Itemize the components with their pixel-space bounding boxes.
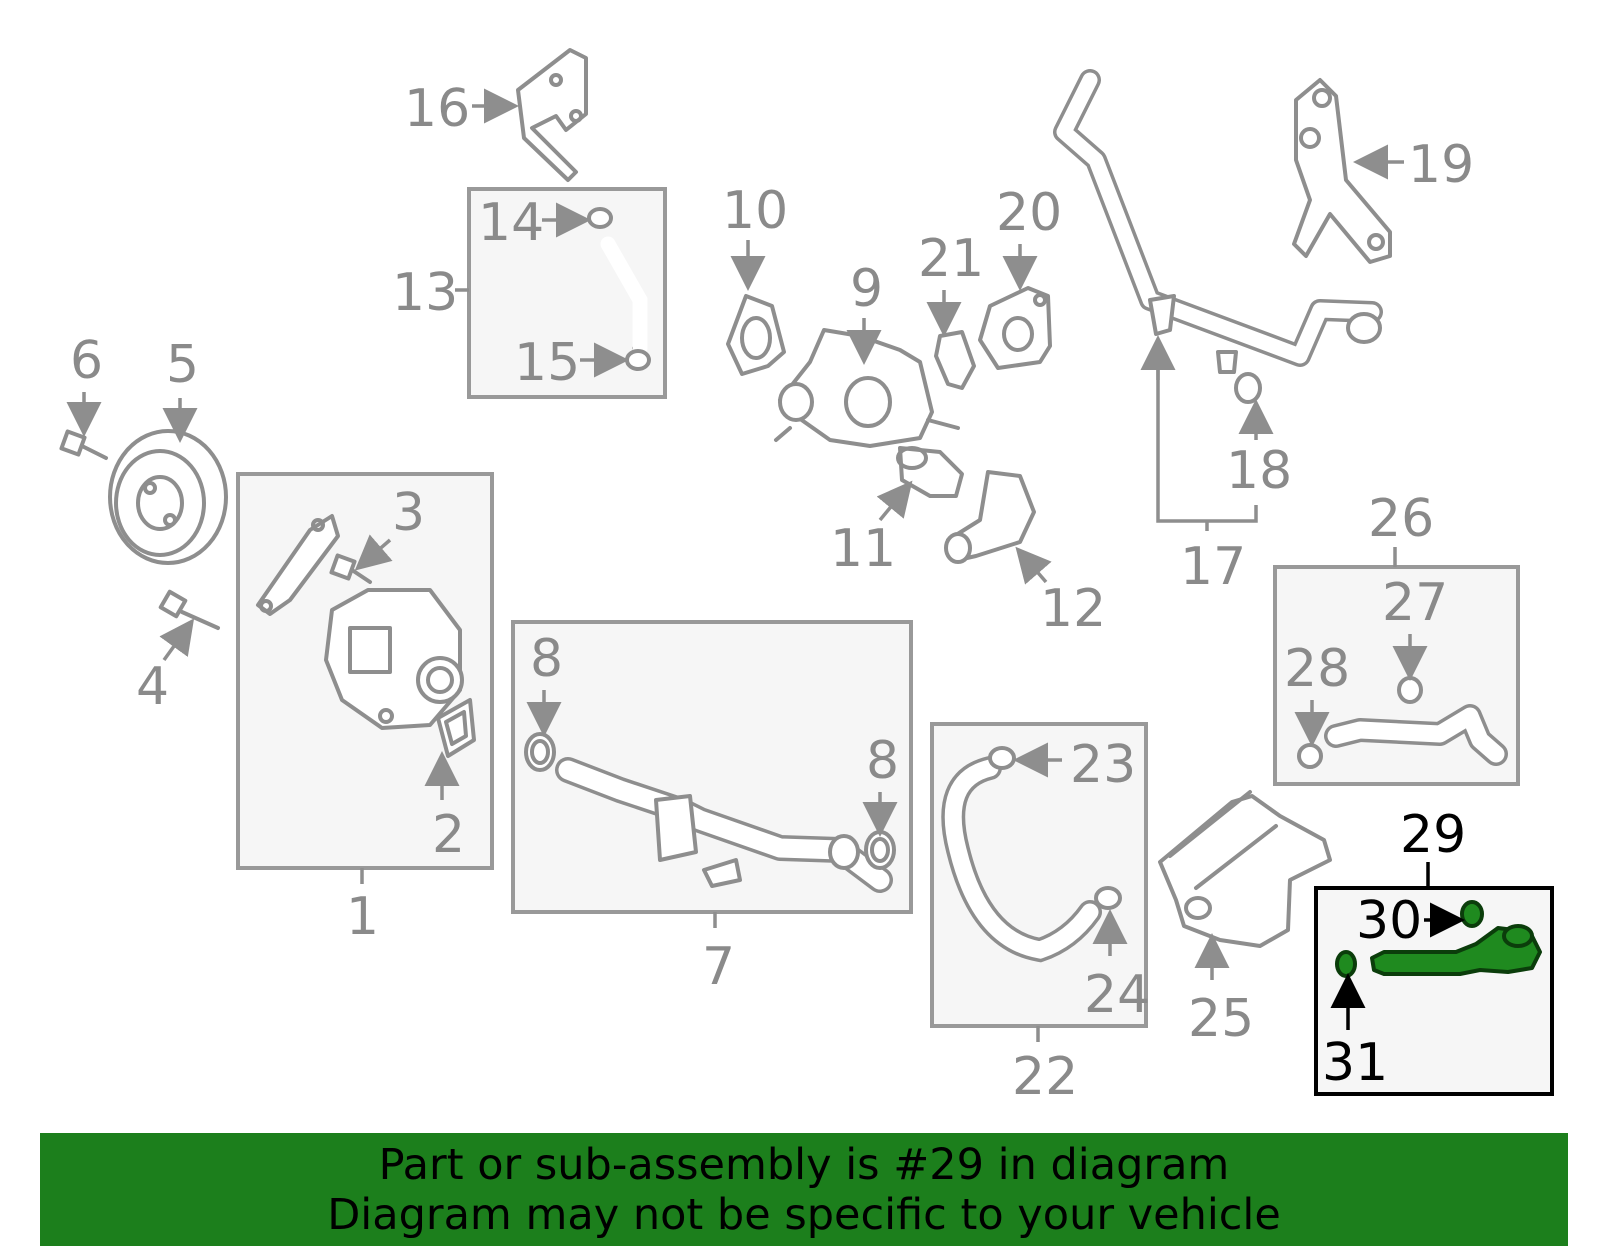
housing-part-25[interactable] [1158,790,1332,948]
label-10[interactable]: 10 [722,181,788,241]
label-13[interactable]: 13 [392,263,458,323]
arrow-12 [1015,546,1052,585]
bracket-part-16[interactable] [516,48,588,182]
label-26[interactable]: 26 [1368,489,1434,549]
hose-part-22[interactable] [941,756,1102,963]
label-31[interactable]: 31 [1322,1033,1388,1093]
bolt-part-6[interactable] [59,429,108,460]
label-1[interactable]: 1 [346,887,379,947]
hose-part-13[interactable] [600,236,648,356]
label-5[interactable]: 5 [166,335,199,395]
label-12[interactable]: 12 [1040,579,1106,639]
label-18[interactable]: 18 [1226,441,1292,501]
oring-part-8-right[interactable] [864,830,896,870]
label-30[interactable]: 30 [1356,891,1422,951]
clamp-part-24[interactable] [1094,886,1122,910]
thermostat-part-11[interactable] [896,446,964,498]
clamp-part-30-highlighted[interactable] [1460,900,1484,928]
label-15[interactable]: 15 [514,333,580,393]
clamp-part-28[interactable] [1297,743,1323,769]
label-27[interactable]: 27 [1382,573,1448,633]
label-22[interactable]: 22 [1012,1047,1078,1107]
cover-part-20[interactable] [978,286,1052,370]
pipe-part-7[interactable] [555,757,893,893]
arrow-3 [354,534,393,571]
gasket-part-10[interactable] [726,294,786,376]
hose-part-29-highlighted[interactable] [1370,924,1542,976]
water-pump-part-1[interactable] [324,588,464,730]
label-9[interactable]: 9 [850,259,883,319]
hose-part-26[interactable] [1324,704,1508,766]
banner-line-1: Part or sub-assembly is #29 in diagram [378,1139,1230,1190]
info-banner: Part or sub-assembly is #29 in diagram D… [40,1133,1568,1246]
gasket-part-21[interactable] [934,330,976,390]
label-11[interactable]: 11 [830,519,896,579]
pulley-part-5[interactable] [108,429,228,565]
label-17[interactable]: 17 [1180,537,1246,597]
arrow-4 [159,618,195,662]
clamp-part-15[interactable] [625,349,651,371]
label-20[interactable]: 20 [996,183,1062,243]
pipe-part-17[interactable] [1053,69,1383,374]
label-21[interactable]: 21 [918,229,984,289]
label-8-left[interactable]: 8 [530,629,563,689]
clamp-part-31-highlighted[interactable] [1335,950,1357,978]
label-28[interactable]: 28 [1284,639,1350,699]
thermostat-housing-part-9[interactable] [774,328,960,448]
label-23[interactable]: 23 [1070,735,1136,795]
gasket-part-2[interactable] [436,698,476,758]
water-outlet-part-12[interactable] [944,470,1036,564]
label-8-right[interactable]: 8 [866,731,899,791]
label-7[interactable]: 7 [702,937,735,997]
label-24[interactable]: 24 [1084,965,1150,1025]
label-2[interactable]: 2 [432,805,465,865]
label-25[interactable]: 25 [1188,989,1254,1049]
clamp-part-23[interactable] [988,746,1016,770]
label-6[interactable]: 6 [70,331,103,391]
label-19[interactable]: 19 [1408,135,1474,195]
bracket-part-19[interactable] [1292,78,1392,264]
bolt-part-4[interactable] [158,589,220,630]
label-4[interactable]: 4 [136,657,169,717]
bracket-part-1[interactable] [256,514,340,616]
bolt-part-3[interactable] [329,553,372,584]
clamp-part-14[interactable] [587,207,613,229]
arrow-11 [876,480,913,522]
clamp-part-27[interactable] [1397,676,1423,704]
banner-line-2: Diagram may not be specific to your vehi… [327,1189,1281,1240]
label-16[interactable]: 16 [404,79,470,139]
oring-part-18[interactable] [1234,372,1262,404]
label-29[interactable]: 29 [1400,805,1466,865]
label-14[interactable]: 14 [478,193,544,253]
label-3[interactable]: 3 [392,483,425,543]
oring-part-8-left[interactable] [524,732,556,772]
